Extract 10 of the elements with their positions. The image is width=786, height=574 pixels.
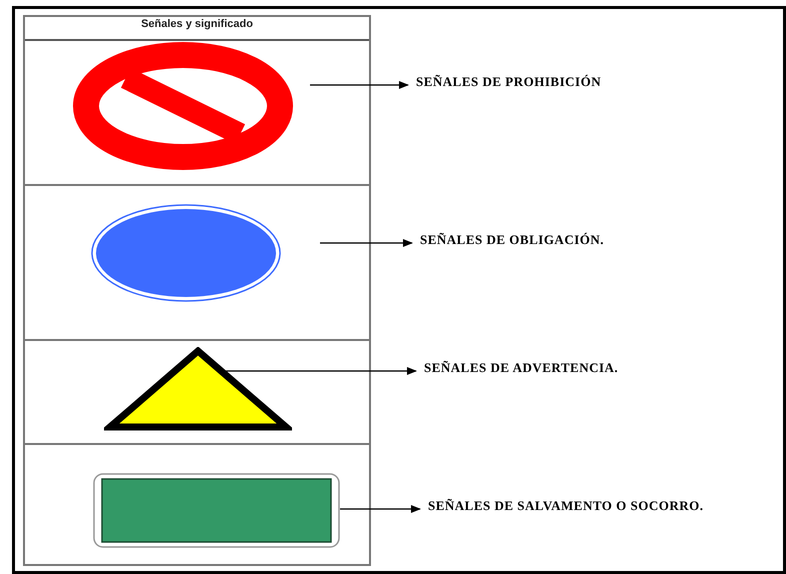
table-header: Señales y significado <box>141 18 253 30</box>
sign-category-label: SEÑALES DE SALVAMENTO O SOCORRO. <box>428 498 704 514</box>
arrow <box>340 505 421 513</box>
sign-table <box>23 15 371 566</box>
arrow <box>320 239 413 247</box>
arrow <box>310 81 409 89</box>
sign-category-label: SEÑALES DE OBLIGACIÓN. <box>420 232 604 248</box>
arrow <box>224 367 417 375</box>
sign-category-label: SEÑALES DE ADVERTENCIA. <box>424 360 618 376</box>
sign-category-label: SEÑALES DE PROHIBICIÓN <box>416 74 602 90</box>
